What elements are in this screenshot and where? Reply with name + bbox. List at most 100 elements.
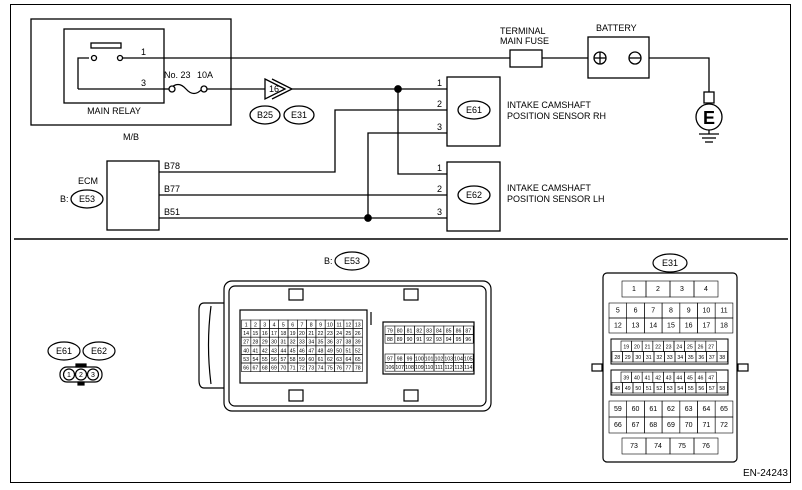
- fuse-rating-label: 10A: [197, 70, 213, 80]
- pin-number: 105: [464, 357, 473, 363]
- pin-number: 38: [346, 340, 352, 346]
- pin-number: 76: [336, 366, 342, 372]
- pin-number: 3: [263, 323, 266, 329]
- mb-label: M/B: [123, 132, 139, 142]
- pin-number: 95: [456, 337, 462, 343]
- pin-number: 84: [436, 329, 442, 335]
- pin-number: 37: [336, 340, 342, 346]
- ecm-pin-b78: B78: [164, 161, 180, 171]
- pin-number: 33: [299, 340, 305, 346]
- pin-number: 14: [649, 323, 657, 330]
- pin-number: 30: [635, 355, 641, 361]
- pin-number: 28: [614, 355, 620, 361]
- pin-number: 98: [397, 357, 403, 363]
- bottom-e62-label: E62: [91, 346, 107, 356]
- connector-oval-e62: [457, 185, 491, 205]
- pin-number: 19: [623, 344, 629, 350]
- pin-number: 18: [720, 323, 728, 330]
- pin-number: 28: [253, 340, 259, 346]
- sensor-lh-pin-3: 3: [437, 207, 442, 217]
- pin-number: 90: [407, 337, 413, 343]
- pin-number: 61: [318, 357, 324, 363]
- pin-number: 24: [676, 344, 682, 350]
- main-relay-label: MAIN RELAY: [87, 106, 141, 116]
- pin-number: 14: [243, 331, 249, 337]
- pin-number: 22: [318, 331, 324, 337]
- main-relay-box: [63, 28, 165, 104]
- pin-number: 112: [445, 365, 453, 371]
- pin-number: 101: [425, 357, 434, 363]
- sensor-pin-3: 3: [91, 372, 95, 379]
- sensor-rh-name-2: POSITION SENSOR RH: [507, 111, 606, 121]
- pin-number: 24: [336, 331, 342, 337]
- sensor-lh-pin-2: 2: [437, 184, 442, 194]
- pin-number: 18: [280, 331, 286, 337]
- pin-number: 8: [310, 323, 313, 329]
- pin-number: 73: [630, 443, 638, 450]
- pin-number: 65: [355, 357, 361, 363]
- pin-number: 41: [645, 375, 651, 381]
- pin-number: 41: [253, 348, 259, 354]
- sensor-lh-name-1: INTAKE CAMSHAFT: [507, 183, 591, 193]
- pin-number: 35: [318, 340, 324, 346]
- pin-number: 22: [655, 344, 661, 350]
- pin-number: 57: [280, 357, 286, 363]
- pin-number: 16: [262, 331, 268, 337]
- pin-number: 4: [704, 286, 708, 293]
- pin-number: 6: [291, 323, 294, 329]
- pin-number: 26: [355, 331, 361, 337]
- pin-number: 40: [634, 375, 640, 381]
- ecm-pin-b77: B77: [164, 184, 180, 194]
- relay-pin-3: 3: [141, 78, 146, 88]
- sensor-rh-pin-2: 2: [437, 99, 442, 109]
- pin-number: 30: [271, 340, 277, 346]
- pin-number: 71: [702, 422, 710, 429]
- sensor-pin-1: 1: [67, 372, 71, 379]
- pin-number: 113: [454, 365, 462, 371]
- pin-number: 27: [243, 340, 249, 346]
- pin-number: 56: [698, 386, 704, 392]
- pin-number: 59: [299, 357, 305, 363]
- pin-number: 87: [465, 329, 471, 335]
- pin-number: 20: [634, 344, 640, 350]
- pin-number: 62: [327, 357, 333, 363]
- ecm-box: [106, 160, 160, 231]
- pin-number: 8: [669, 308, 673, 315]
- pin-number: 106: [386, 365, 395, 371]
- relay-contact-a: [90, 54, 98, 62]
- pin-number: 66: [614, 422, 622, 429]
- pin-number: 5: [616, 308, 620, 315]
- pin-number: 43: [666, 375, 672, 381]
- pin-number: 6: [634, 308, 638, 315]
- sensor-lh-connector: E62: [466, 190, 482, 200]
- pin-number: 12: [614, 323, 622, 330]
- pin-number: 42: [655, 375, 661, 381]
- pin-number: 58: [719, 386, 725, 392]
- pin-number: 77: [346, 366, 352, 372]
- relay-contact-b: [116, 54, 124, 62]
- e53-label-oval: [334, 251, 370, 271]
- pin-number: 54: [253, 357, 259, 363]
- sensor-lh-name-2: POSITION SENSOR LH: [507, 194, 605, 204]
- pin-number: 23: [666, 344, 672, 350]
- pin-number: 39: [623, 375, 629, 381]
- pin-number: 60: [308, 357, 314, 363]
- connector-oval-e31: [283, 105, 315, 125]
- pin-number: 21: [645, 344, 651, 350]
- pin-number: 94: [446, 337, 452, 343]
- joint-arrow-icon: [264, 77, 287, 101]
- pin-cell: [716, 382, 728, 394]
- pin-number: 83: [426, 329, 432, 335]
- schematic: [30, 18, 723, 232]
- pin-number: 17: [702, 323, 710, 330]
- pin-number: 73: [308, 366, 314, 372]
- sensor-rh-name-1: INTAKE CAMSHAFT: [507, 100, 591, 110]
- pin-number: 15: [253, 331, 259, 337]
- pin-number: 72: [720, 422, 728, 429]
- joint-pin-label: 16: [269, 84, 279, 94]
- pin-number: 27: [708, 344, 714, 350]
- pin-number: 61: [649, 406, 657, 413]
- pin-number: 67: [253, 366, 259, 372]
- pin-number: 55: [262, 357, 268, 363]
